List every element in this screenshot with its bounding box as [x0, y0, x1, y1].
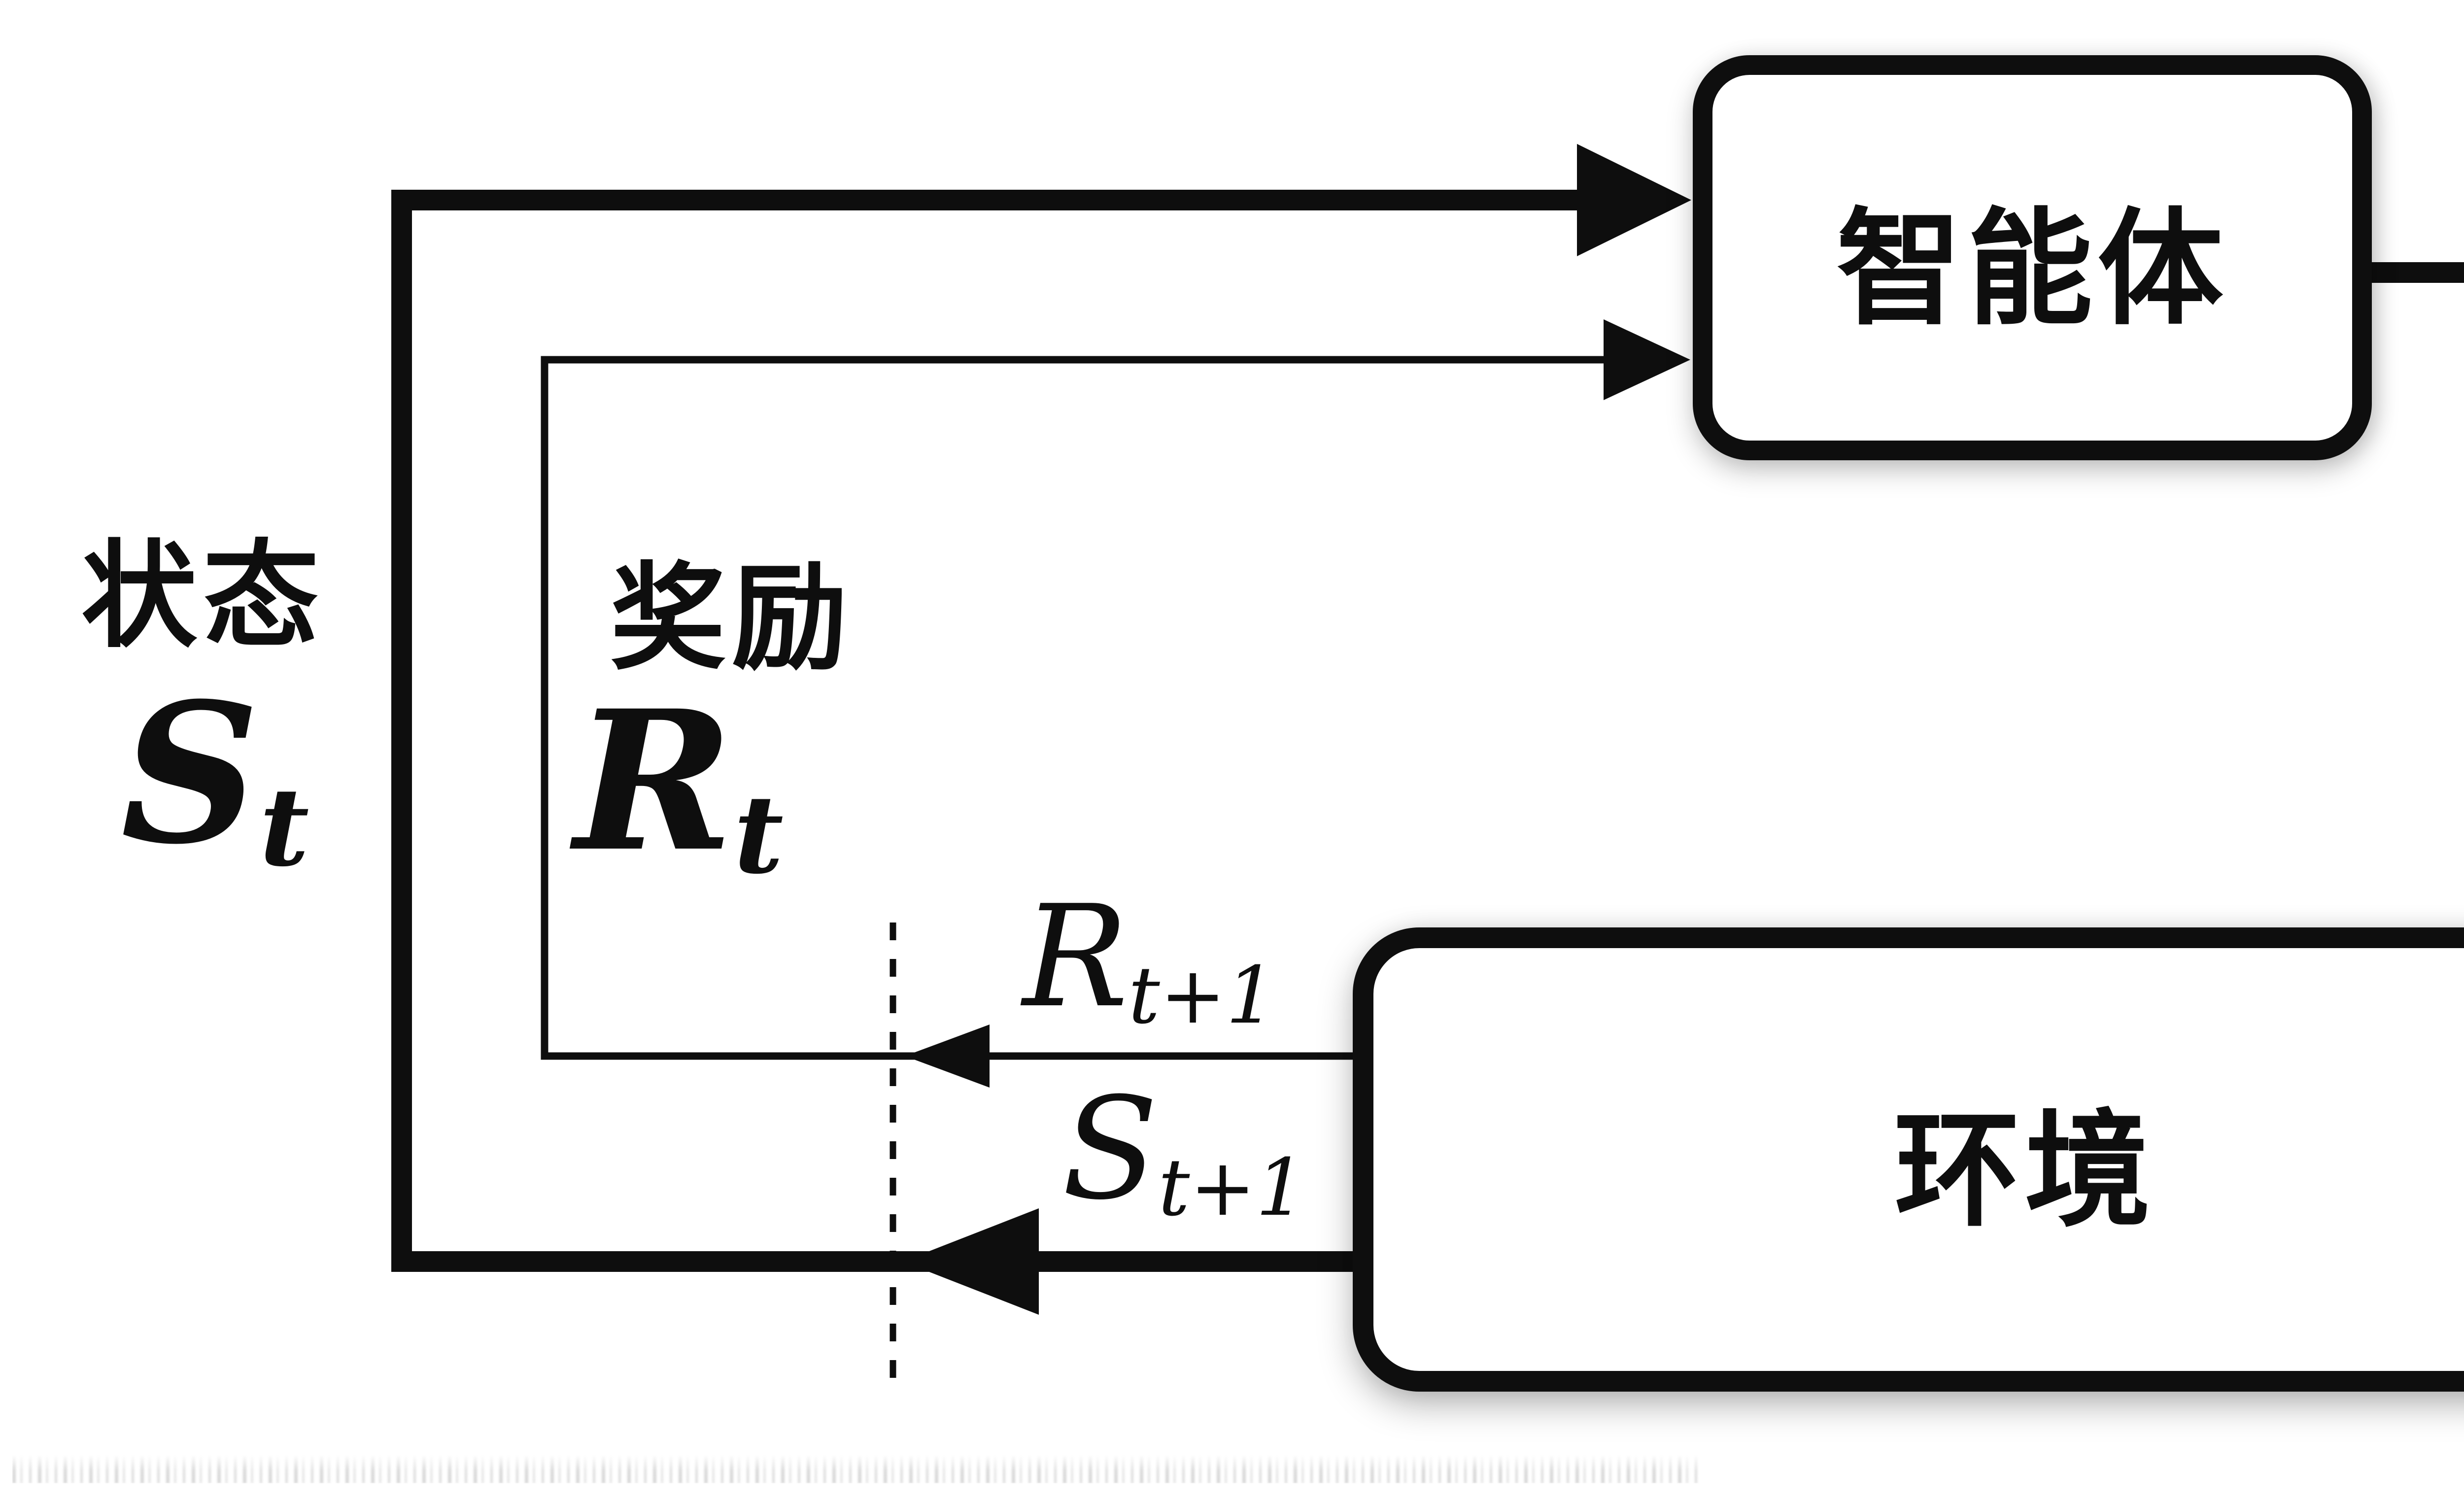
- reward-next-subscript: t+1: [1128, 950, 1276, 1042]
- state-symbol-var: S: [121, 661, 260, 887]
- state-loop-line: [391, 190, 1602, 1272]
- state-next-arrowhead: [903, 1208, 1039, 1315]
- state-symbol-subscript: t: [259, 764, 309, 891]
- agent-node: 智能体: [1693, 55, 2372, 460]
- environment-node: 环境: [1353, 927, 2464, 1392]
- reward-next-arrowhead: [905, 1025, 990, 1088]
- environment-node-label: 环境: [1894, 1102, 2156, 1242]
- state-next-symbol-label: St+1: [1062, 1079, 1306, 1228]
- reward-next-symbol-label: Rt+1: [1023, 887, 1276, 1035]
- state-next-var: S: [1062, 1067, 1159, 1231]
- reward-symbol-label: Rt: [574, 685, 784, 888]
- state-into-agent-arrowhead: [1577, 144, 1691, 256]
- agent-node-label: 智能体: [1836, 201, 2228, 340]
- state-symbol-label: St: [121, 678, 309, 881]
- reward-symbol-subscript: t: [734, 771, 784, 898]
- cropped-caption-remnant: [12, 1455, 1703, 1483]
- reward-name-label: 奖励: [610, 555, 854, 683]
- reward-symbol-var: R: [574, 668, 734, 894]
- reward-next-var: R: [1023, 875, 1129, 1039]
- reward-into-agent-arrowhead: [1604, 319, 1690, 400]
- state-name-label: 状态: [81, 533, 325, 661]
- state-next-subscript: t+1: [1158, 1142, 1306, 1234]
